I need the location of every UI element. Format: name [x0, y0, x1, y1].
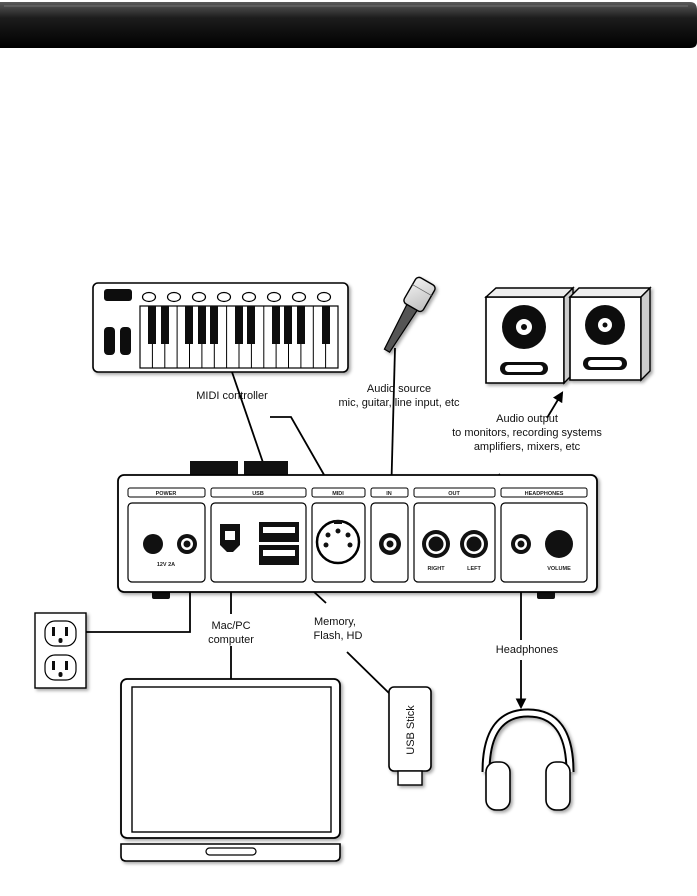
microphone-icon: [383, 276, 436, 353]
panel-section-boxes: [127, 502, 588, 583]
headphones-icon: [481, 708, 575, 811]
keyboard-keys: [139, 305, 339, 369]
wall-outlet-icon: [34, 612, 87, 689]
usb-stick-label: USB Stick: [405, 705, 417, 755]
section-in-label: IN: [386, 491, 392, 497]
audio-source-desc: mic, guitar, line input, etc: [338, 397, 460, 409]
midi-keyboard: [92, 282, 349, 373]
computer-label-line1: Mac/PC: [211, 620, 250, 632]
section-power-label: POWER: [156, 491, 177, 497]
audio-output-title: Audio output: [496, 413, 558, 425]
keyboard-knobs: [141, 291, 332, 303]
midi-controller-line-b: [270, 416, 333, 489]
out-left-label: LEFT: [467, 566, 481, 572]
memory-label-line1: Memory,: [314, 616, 356, 628]
power-switch-icon: [143, 534, 163, 554]
out-left-jack-icon: [460, 530, 488, 558]
section-midi-label: MIDI: [332, 491, 344, 497]
out-right-label: RIGHT: [427, 566, 445, 572]
midi-din-port-icon: [315, 519, 361, 565]
power-rating-label: 12V 2A: [157, 562, 175, 568]
usb-b-port-icon: [220, 524, 240, 552]
headphone-jack-icon: [511, 534, 531, 554]
usb-a-port-bottom-icon: [259, 545, 299, 565]
laptop-computer-icon: [120, 678, 341, 862]
section-out-label: OUT: [448, 491, 460, 497]
section-usb-label: USB: [252, 491, 264, 497]
audio-output-line3: amplifiers, mixers, etc: [474, 441, 581, 453]
volume-knob-icon: [545, 530, 573, 558]
audio-source-title: Audio source: [367, 383, 431, 395]
out-right-jack-icon: [422, 530, 450, 558]
usb-stick-icon: [388, 686, 432, 786]
audio-output-arrow: [546, 391, 564, 419]
speaker-right: [568, 286, 652, 382]
volume-label: VOLUME: [547, 566, 571, 572]
section-headphones-label: HEADPHONES: [525, 491, 564, 497]
midi-controller-label: MIDI controller: [196, 390, 268, 402]
audio-output-line2: to monitors, recording systems: [452, 427, 602, 439]
memory-label-line2: Flash, HD: [314, 630, 363, 642]
header-bar: [0, 2, 697, 48]
computer-label-line2: computer: [208, 634, 254, 646]
speaker-left: [484, 286, 575, 385]
panel-section-headers: [127, 487, 588, 498]
memory-line-down: [346, 651, 393, 697]
audio-in-jack-icon: [379, 533, 401, 555]
usb-a-port-top-icon: [259, 522, 299, 542]
power-jack-icon: [177, 534, 197, 554]
headphones-label: Headphones: [496, 644, 559, 656]
